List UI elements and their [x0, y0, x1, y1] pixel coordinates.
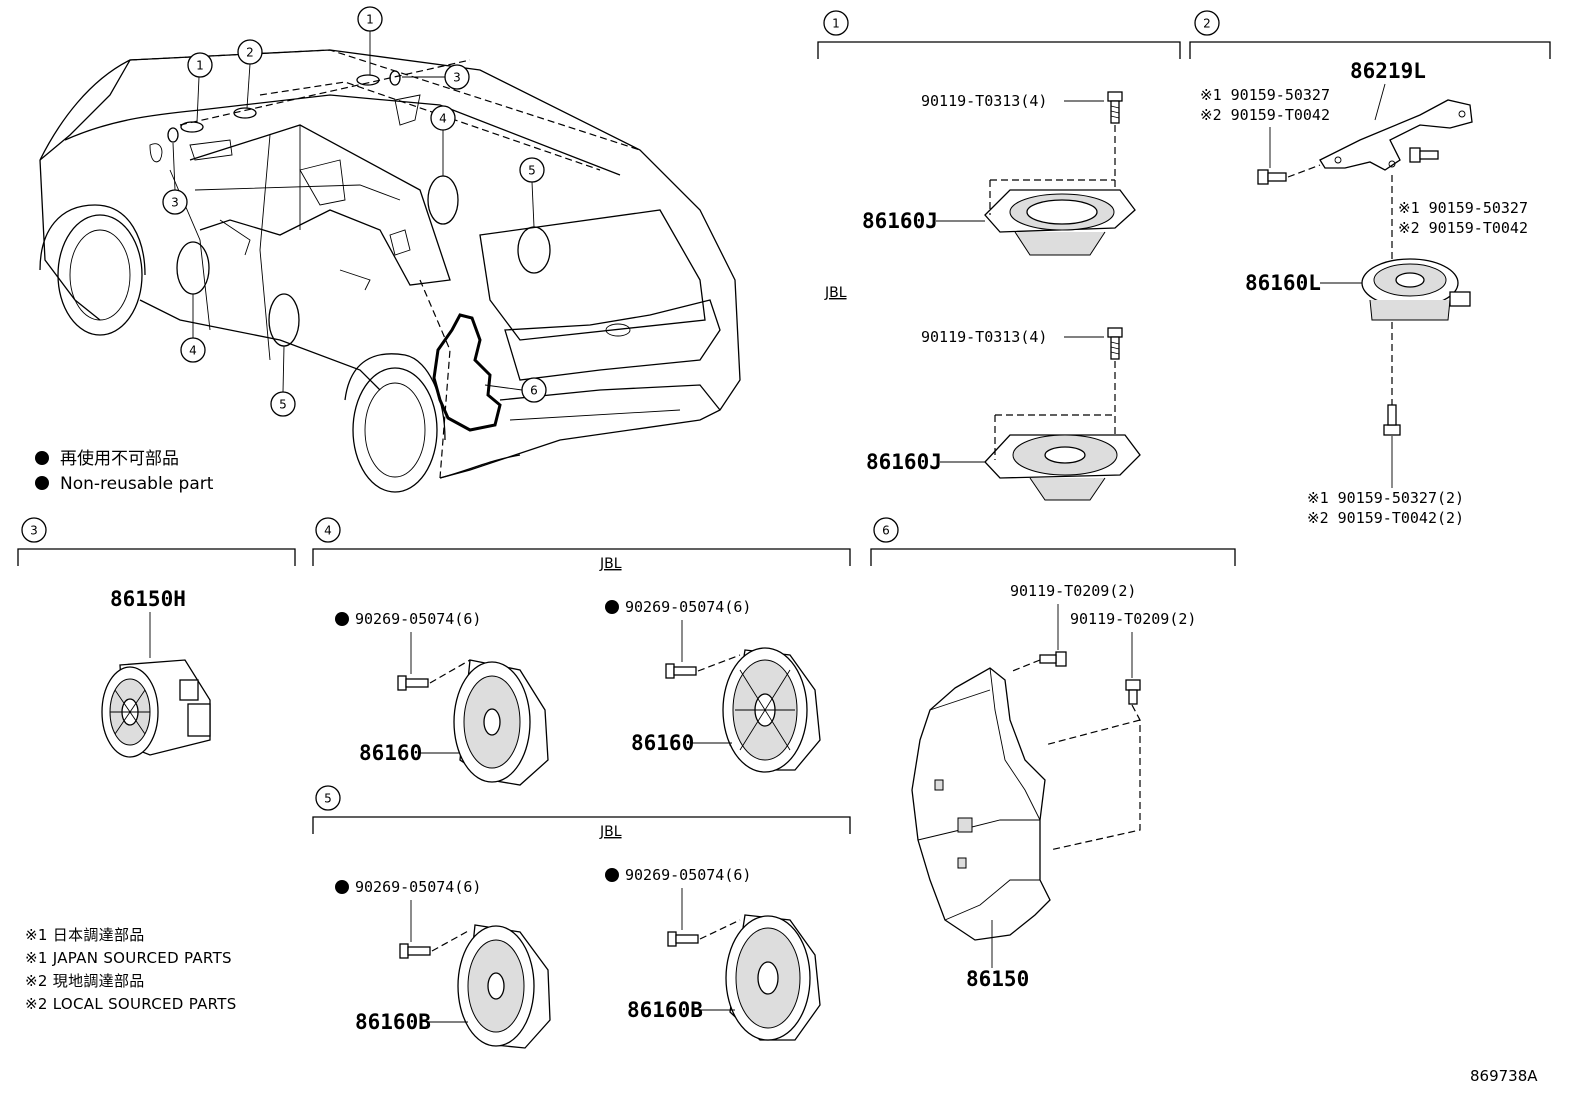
- section-5-jbl-label: JBL: [599, 824, 622, 840]
- car-callout-1b: 1: [357, 6, 383, 32]
- section-3-number: 3: [30, 524, 38, 538]
- legend-jp: 再使用不可部品: [60, 448, 179, 469]
- figure-code: 869738A: [1470, 1067, 1538, 1085]
- car-callout-3a: 3: [444, 64, 470, 90]
- speaker-86160J-top: 86160J: [862, 209, 938, 233]
- speaker-86160B-left-icon: [457, 924, 551, 1049]
- non-reusable-dot-icon: [335, 880, 349, 894]
- bolt-icon: [1039, 651, 1067, 667]
- woofer-86150-icon: [911, 667, 1051, 941]
- bolt-left-local-sourced: ※2 90159-T0042: [1200, 106, 1330, 124]
- car-callout-5b: 5: [270, 391, 296, 417]
- note-jp-sourced-jp: ※1 日本調達部品: [25, 926, 145, 944]
- non-reusable-dot-icon: [35, 476, 49, 490]
- non-reusable-dot-icon: [605, 868, 619, 882]
- rivet-icon: [665, 663, 697, 679]
- svg-text:4: 4: [439, 112, 447, 126]
- bolt-icon: [1107, 327, 1123, 360]
- note-local-sourced-en: ※2 LOCAL SOURCED PARTS: [25, 995, 237, 1013]
- legend: 再使用不可部品 Non-reusable part: [35, 448, 214, 494]
- speaker-86160-left: 86160: [359, 741, 422, 765]
- sourcing-notes: ※1 日本調達部品 ※1 JAPAN SOURCED PARTS ※2 現地調達…: [25, 926, 237, 1013]
- non-reusable-dot-icon: [335, 612, 349, 626]
- section-1-jbl-label: JBL: [824, 285, 847, 301]
- rivet-icon: [399, 943, 431, 959]
- speaker-86160B-right-icon: [725, 914, 821, 1041]
- svg-text:3: 3: [171, 196, 179, 210]
- woofer-86150: 86150: [966, 967, 1029, 991]
- car-callout-4a: 4: [430, 105, 456, 131]
- svg-text:3: 3: [453, 71, 461, 85]
- bracket-86219L: 86219L: [1350, 59, 1426, 83]
- speaker-86160L: 86160L: [1245, 271, 1321, 295]
- bolt-icon: [1125, 679, 1141, 705]
- rivet-90269-05074-right: 90269-05074(6): [625, 866, 751, 884]
- bolt-icon: [1409, 147, 1439, 163]
- note-local-sourced-jp: ※2 現地調達部品: [25, 972, 145, 990]
- svg-text:1: 1: [196, 59, 204, 73]
- speaker-86160L-icon: [1361, 258, 1471, 321]
- section-3: 3 86150H: [17, 517, 296, 758]
- speaker-86160-right-icon: [722, 647, 821, 773]
- section-4: 4 JBL 90269-05074(6) 86160 90269-05074(6…: [312, 517, 851, 786]
- svg-text:5: 5: [279, 398, 287, 412]
- bolt-right-jp-sourced: ※1 90159-50327: [1398, 199, 1528, 217]
- section-4-jbl-label: JBL: [599, 556, 622, 572]
- rivet-icon: [397, 675, 429, 691]
- bolt-left-jp-sourced: ※1 90159-50327: [1200, 86, 1330, 104]
- car-callout-3b: 3: [162, 189, 188, 215]
- car-callout-4b: 4: [180, 337, 206, 363]
- speaker-86160-right: 86160: [631, 731, 694, 755]
- section-4-number: 4: [324, 524, 332, 538]
- section-1: 1 JBL 90119-T0313(4) 86160J 90119-T0313(…: [817, 10, 1181, 501]
- vehicle-illustration: 1 2 1 3 3 4 5 4 5 6: [39, 6, 741, 493]
- bracket-86219L-icon: [1319, 99, 1473, 171]
- note-jp-sourced-en: ※1 JAPAN SOURCED PARTS: [25, 949, 232, 967]
- car-callout-6: 6: [521, 377, 547, 403]
- bolt-icon: [1257, 169, 1287, 185]
- bolt-90119-T0313-bottom: 90119-T0313(4): [921, 328, 1047, 346]
- bolt-90119-T0313-top: 90119-T0313(4): [921, 92, 1047, 110]
- section-5: 5 JBL 90269-05074(6) 86160B 90269-05074(…: [312, 785, 851, 1049]
- speaker-86160J-top-icon: [984, 179, 1136, 256]
- rivet-90269-05074-left: 90269-05074(6): [355, 878, 481, 896]
- svg-text:6: 6: [530, 384, 538, 398]
- speaker-86160J-bottom: 86160J: [866, 450, 942, 474]
- bolt-bottom-jp-sourced: ※1 90159-50327(2): [1307, 489, 1464, 507]
- legend-en: Non-reusable part: [60, 474, 214, 494]
- bolt-right-local-sourced: ※2 90159-T0042: [1398, 219, 1528, 237]
- rivet-90269-05074-right: 90269-05074(6): [625, 598, 751, 616]
- speaker-86160B-left: 86160B: [355, 1010, 431, 1034]
- speaker-86160J-bottom-icon: [984, 414, 1141, 501]
- svg-text:1: 1: [366, 13, 374, 27]
- rivet-90269-05074-left: 90269-05074(6): [355, 610, 481, 628]
- svg-text:2: 2: [246, 46, 254, 60]
- bolt-icon: [1107, 91, 1123, 124]
- bolt-bottom-local-sourced: ※2 90159-T0042(2): [1307, 509, 1464, 527]
- tweeter-86150H: 86150H: [110, 587, 186, 611]
- svg-text:5: 5: [528, 164, 536, 178]
- section-5-number: 5: [324, 792, 332, 806]
- bolt-90119-T0209-a: 90119-T0209(2): [1010, 582, 1136, 600]
- non-reusable-dot-icon: [35, 451, 49, 465]
- section-6: 6 90119-T0209(2) 90119-T0209(2) 86150: [870, 517, 1236, 991]
- non-reusable-dot-icon: [605, 600, 619, 614]
- svg-text:4: 4: [189, 344, 197, 358]
- speaker-86160-left-icon: [453, 659, 549, 786]
- rivet-icon: [667, 931, 699, 947]
- bolt-90119-T0209-b: 90119-T0209(2): [1070, 610, 1196, 628]
- section-1-number: 1: [832, 17, 840, 31]
- car-callout-1a: 1: [187, 52, 213, 78]
- car-callout-5a: 5: [519, 157, 545, 183]
- car-callout-2: 2: [237, 39, 263, 65]
- section-2-number: 2: [1203, 17, 1211, 31]
- tweeter-86150H-icon: [101, 659, 211, 758]
- section-6-number: 6: [882, 524, 890, 538]
- bolt-icon: [1383, 404, 1401, 436]
- section-2: 2 86219L ※1 90159-50327 ※2 90159-T0042 ※…: [1189, 10, 1551, 527]
- speaker-86160B-right: 86160B: [627, 998, 703, 1022]
